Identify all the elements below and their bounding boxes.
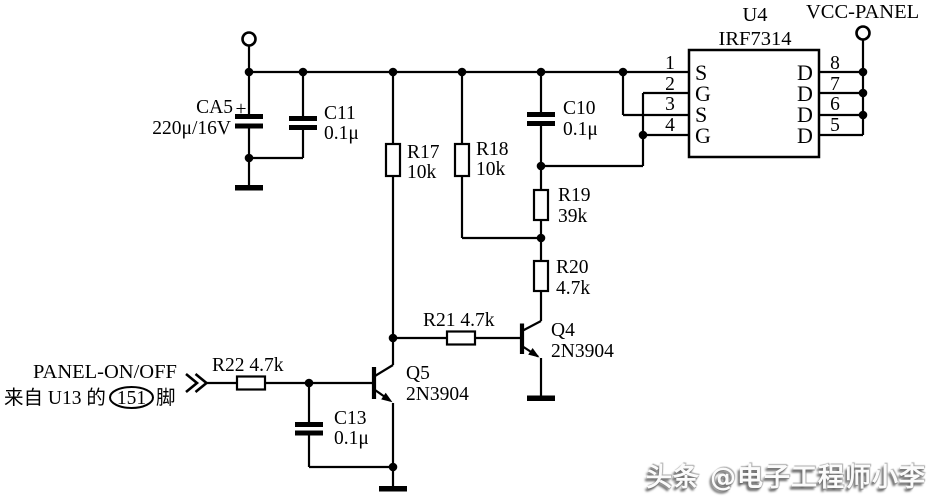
q5-label: Q5 xyxy=(406,363,430,384)
resistor-r22 xyxy=(235,375,267,391)
source-pin-label: 151 xyxy=(117,388,146,409)
pin-label-d8: D xyxy=(797,60,813,85)
junction-dot xyxy=(457,67,467,77)
cap-plate xyxy=(527,121,555,126)
vcc-panel-label: VCC-PANEL xyxy=(806,1,919,23)
pin-label-g2: G xyxy=(695,81,711,106)
q5-collector-lead xyxy=(374,364,394,377)
q5-value: 2N3904 xyxy=(406,384,469,405)
panel-on-off-label: PANEL-ON/OFF xyxy=(33,361,177,383)
pin-151-ellipse xyxy=(109,386,154,409)
junction-dot xyxy=(536,233,546,243)
q4-label: Q4 xyxy=(551,320,575,341)
q4-emitter-arrow-icon xyxy=(528,348,540,358)
u4-designator: U4 xyxy=(742,4,767,26)
pin-number-1: 1 xyxy=(665,53,675,74)
pin-number-5: 5 xyxy=(830,115,840,136)
pin-number-3: 3 xyxy=(665,94,675,115)
r20-value: 4.7k xyxy=(556,278,590,299)
u4-part-number: IRF7314 xyxy=(719,28,792,50)
r18-value: 10k xyxy=(476,159,506,180)
chevron-icon xyxy=(194,372,209,394)
chevron-icon xyxy=(185,372,200,394)
resistor-r18 xyxy=(453,142,471,178)
pin-number-2: 2 xyxy=(665,74,675,95)
junction-dot xyxy=(388,462,398,472)
source-prefix-label: 来自 U13 的 xyxy=(4,387,106,409)
junction-dot xyxy=(858,88,868,98)
capacitor-c13 xyxy=(295,422,323,436)
q4-collector-lead xyxy=(521,320,542,332)
cap-plate xyxy=(235,114,263,119)
r19-label: R19 xyxy=(558,185,591,206)
supply-terminal-icon xyxy=(241,31,257,47)
junction-dot xyxy=(536,67,546,77)
r20-label: R20 xyxy=(556,257,589,278)
u4-chip-body xyxy=(687,48,821,159)
c11-value: 0.1μ xyxy=(324,123,359,144)
junction-dot xyxy=(536,161,546,171)
junction-dot xyxy=(244,153,254,163)
r17-value: 10k xyxy=(407,162,437,183)
junction-dot xyxy=(388,333,398,343)
junction-dot xyxy=(858,110,868,120)
c10-label: C10 xyxy=(563,98,596,119)
watermark-text: 头条 @电子工程师小李 xyxy=(645,463,926,493)
ca5-label: CA5 xyxy=(196,97,233,118)
cap-plate xyxy=(235,123,263,129)
resistor-r17 xyxy=(384,142,402,178)
c13-value: 0.1μ xyxy=(334,428,369,449)
junction-dot xyxy=(858,67,868,77)
cap-plate xyxy=(289,125,317,130)
resistor-r21 xyxy=(445,330,477,346)
ground-icon xyxy=(235,185,263,191)
ca5-polarity: + xyxy=(236,99,247,120)
junction-dot xyxy=(388,67,398,77)
pin-label-d7: D xyxy=(797,81,813,106)
junction-dot xyxy=(244,67,254,77)
ca5-value: 220μ/16V xyxy=(152,118,231,139)
cap-plate xyxy=(295,422,323,427)
q4-value: 2N3904 xyxy=(551,341,614,362)
pin-label-g4: G xyxy=(695,123,711,148)
capacitor-c10 xyxy=(527,112,555,126)
capacitor-c11 xyxy=(289,116,317,130)
resistor-r20 xyxy=(532,259,550,293)
cap-plate xyxy=(295,430,323,436)
ground-icon xyxy=(379,486,407,492)
c11-label: C11 xyxy=(324,103,356,124)
junction-dot xyxy=(298,67,308,77)
q5-emitter-arrow-icon xyxy=(381,392,393,403)
resistor-r19 xyxy=(532,188,550,222)
pin-number-8: 8 xyxy=(830,53,840,74)
pin-number-4: 4 xyxy=(665,115,675,136)
r17-label: R17 xyxy=(407,142,440,163)
c13-label: C13 xyxy=(334,408,367,429)
transistor-q5 xyxy=(371,367,393,403)
r22-label: R22 4.7k xyxy=(212,355,284,376)
pin-label-d6: D xyxy=(797,102,813,127)
vcc-panel-terminal-icon xyxy=(855,25,871,41)
cap-plate xyxy=(527,112,555,117)
r21-label: R21 4.7k xyxy=(423,310,495,331)
transistor-q4 xyxy=(519,323,540,358)
r19-value: 39k xyxy=(558,206,588,227)
junction-dots xyxy=(244,67,868,472)
input-arrow xyxy=(185,372,209,394)
junction-dot xyxy=(618,67,628,77)
pin-label-s3: S xyxy=(695,102,707,127)
junction-dot xyxy=(304,378,314,388)
r18-label: R18 xyxy=(476,139,509,160)
c10-value: 0.1μ xyxy=(563,119,598,140)
cap-plate xyxy=(289,116,317,121)
pin-label-s1: S xyxy=(695,60,707,85)
pin-label-d5: D xyxy=(797,123,813,148)
capacitor-ca5 xyxy=(235,114,263,129)
source-suffix-label: 脚 xyxy=(156,387,176,409)
pin-number-6: 6 xyxy=(830,94,840,115)
junction-dot xyxy=(638,130,648,140)
pin-number-7: 7 xyxy=(830,74,840,95)
ground-icon xyxy=(527,395,555,401)
